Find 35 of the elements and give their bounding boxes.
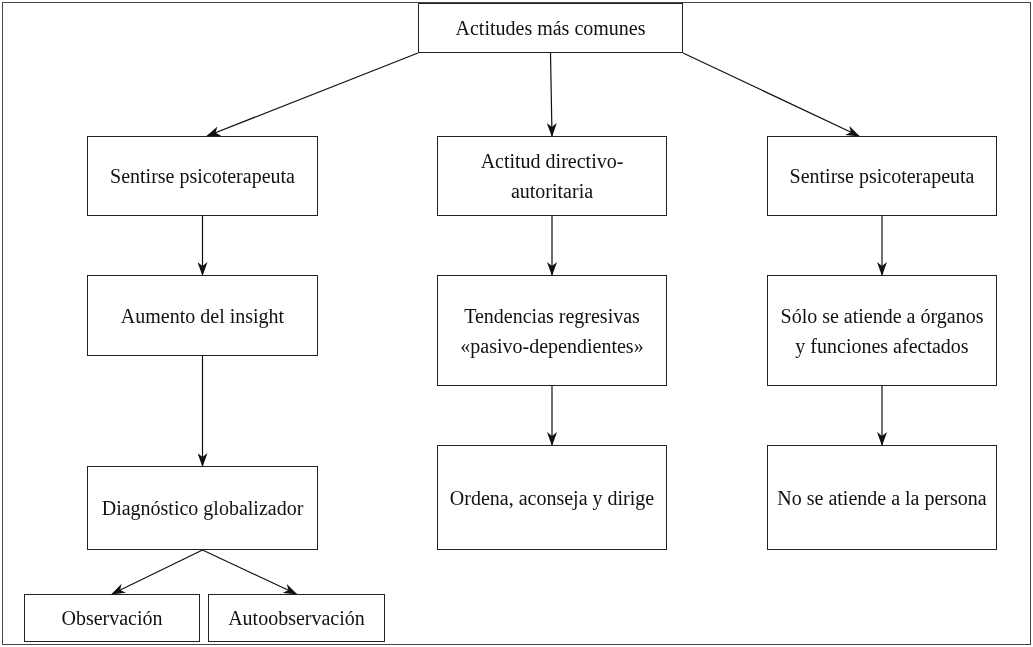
arrow	[197, 215, 208, 276]
arrow	[546, 52, 557, 137]
node-text: Diagnóstico globalizador	[101, 496, 304, 522]
node-text: Sentirse psicoterapeuta	[789, 164, 975, 190]
arrow	[877, 385, 887, 446]
arrow	[682, 52, 860, 137]
text-box	[87, 466, 318, 550]
text-box	[767, 275, 997, 386]
arrow	[877, 215, 887, 276]
node-text: Aumento del insight	[120, 303, 285, 330]
node-text: Tendencias regresivas «pasivo-dependientes»	[459, 303, 645, 360]
text-box	[87, 136, 318, 216]
arrow	[111, 549, 204, 595]
arrow	[547, 215, 557, 276]
arrow	[197, 355, 208, 467]
arrow	[206, 52, 419, 137]
text-box	[437, 445, 667, 550]
text-box	[418, 3, 683, 53]
text-box	[437, 275, 667, 386]
text-box	[437, 136, 667, 216]
arrow	[547, 385, 557, 446]
node-text: Actitud directivo-autoritaria	[479, 149, 625, 204]
node-text: Ordena, aconseja y dirige	[449, 485, 655, 512]
text-box	[87, 275, 318, 356]
node-text: No se atiende a la persona	[777, 485, 987, 512]
node-text: Actitudes más comunes	[455, 16, 646, 41]
node-text: Sólo se atiende a órganos y funciones afectados	[779, 303, 985, 360]
text-box	[208, 594, 385, 642]
node-text: Observación	[61, 606, 163, 631]
arrow	[201, 549, 298, 595]
text-box	[767, 136, 997, 216]
text-box	[24, 594, 200, 642]
text-box	[767, 445, 997, 550]
node-text: Sentirse psicoterapeuta	[110, 164, 295, 190]
node-text: Autoobservación	[228, 606, 365, 631]
